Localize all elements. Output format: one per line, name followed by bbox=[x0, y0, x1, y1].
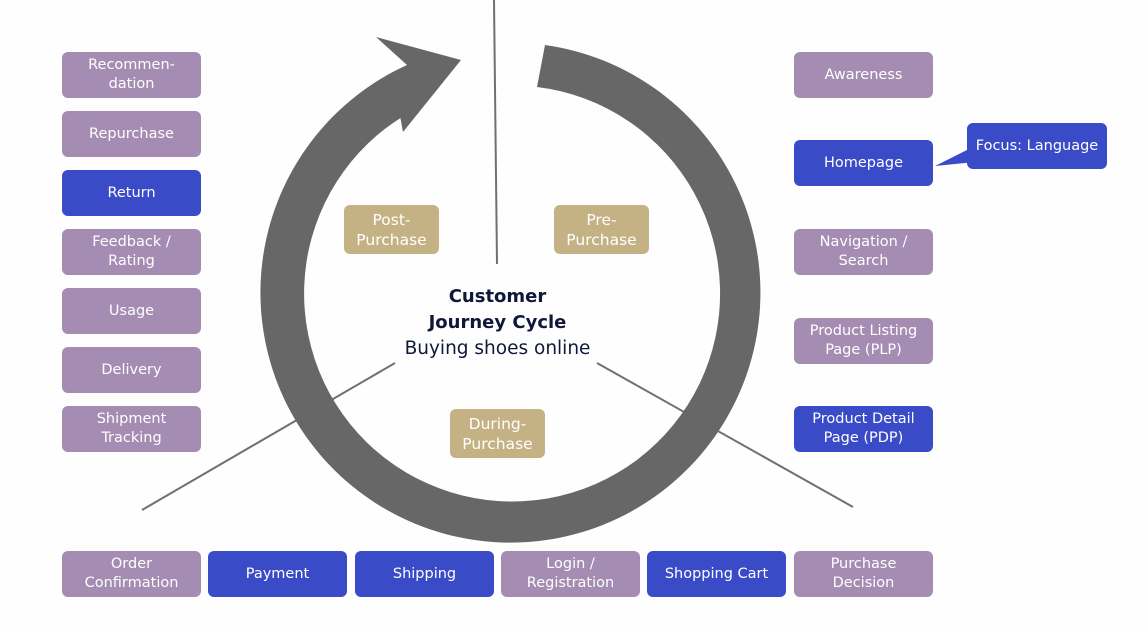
stage-pre-purchase: Pre-Purchase bbox=[554, 205, 649, 254]
step-usage[interactable]: Usage bbox=[62, 288, 201, 334]
stage-during-purchase: During-Purchase bbox=[450, 409, 545, 458]
step-recommendation[interactable]: Recommen-dation bbox=[62, 52, 201, 98]
divider-line-left bbox=[141, 362, 396, 511]
step-login-registration[interactable]: Login /Registration bbox=[501, 551, 640, 597]
diagram-title-line2: Journey Cycle bbox=[428, 312, 567, 333]
focus-callout: Focus: Language bbox=[967, 123, 1107, 169]
diagram-title-line1: Customer bbox=[448, 286, 547, 307]
step-navigation-search[interactable]: Navigation /Search bbox=[794, 229, 933, 275]
step-return[interactable]: Return bbox=[62, 170, 201, 216]
divider-line-right bbox=[596, 362, 854, 508]
diagram-subtitle: Buying shoes online bbox=[404, 338, 591, 359]
step-shopping-cart[interactable]: Shopping Cart bbox=[647, 551, 786, 597]
callout-pointer bbox=[935, 146, 975, 166]
cycle-arrowhead-icon bbox=[376, 37, 461, 132]
step-delivery[interactable]: Delivery bbox=[62, 347, 201, 393]
step-awareness[interactable]: Awareness bbox=[794, 52, 933, 98]
divider-line-top bbox=[493, 0, 498, 265]
step-homepage[interactable]: Homepage bbox=[794, 140, 933, 186]
step-payment[interactable]: Payment bbox=[208, 551, 347, 597]
diagram-center-label: Customer Journey Cycle Buying shoes onli… bbox=[340, 284, 655, 362]
step-shipping[interactable]: Shipping bbox=[355, 551, 494, 597]
step-repurchase[interactable]: Repurchase bbox=[62, 111, 201, 157]
step-feedback-rating[interactable]: Feedback /Rating bbox=[62, 229, 201, 275]
stage-post-purchase: Post-Purchase bbox=[344, 205, 439, 254]
